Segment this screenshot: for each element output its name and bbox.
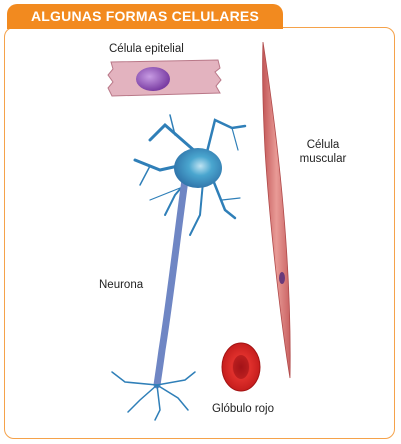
label-muscle-line1: Célula	[306, 139, 340, 151]
label-muscle-line2: muscular	[299, 153, 347, 165]
figure-title: ALGUNAS FORMAS CELULARES	[30, 8, 260, 24]
muscle-cell	[262, 41, 291, 379]
red-blood-cell	[221, 342, 261, 392]
label-red-blood-cell: Glóbulo rojo	[212, 403, 275, 415]
figure-frame	[4, 27, 395, 439]
title-tab: ALGUNAS FORMAS CELULARES	[7, 4, 283, 29]
label-muscle-cell: Célula muscular	[291, 138, 355, 166]
label-neuron: Neurona	[99, 279, 144, 291]
epithelial-cell	[107, 59, 222, 97]
label-epithelial-cell: Célula epitelial	[109, 43, 184, 55]
neuron-soma	[174, 148, 222, 188]
muscle-nucleus	[279, 272, 285, 284]
nucleus	[136, 67, 170, 91]
